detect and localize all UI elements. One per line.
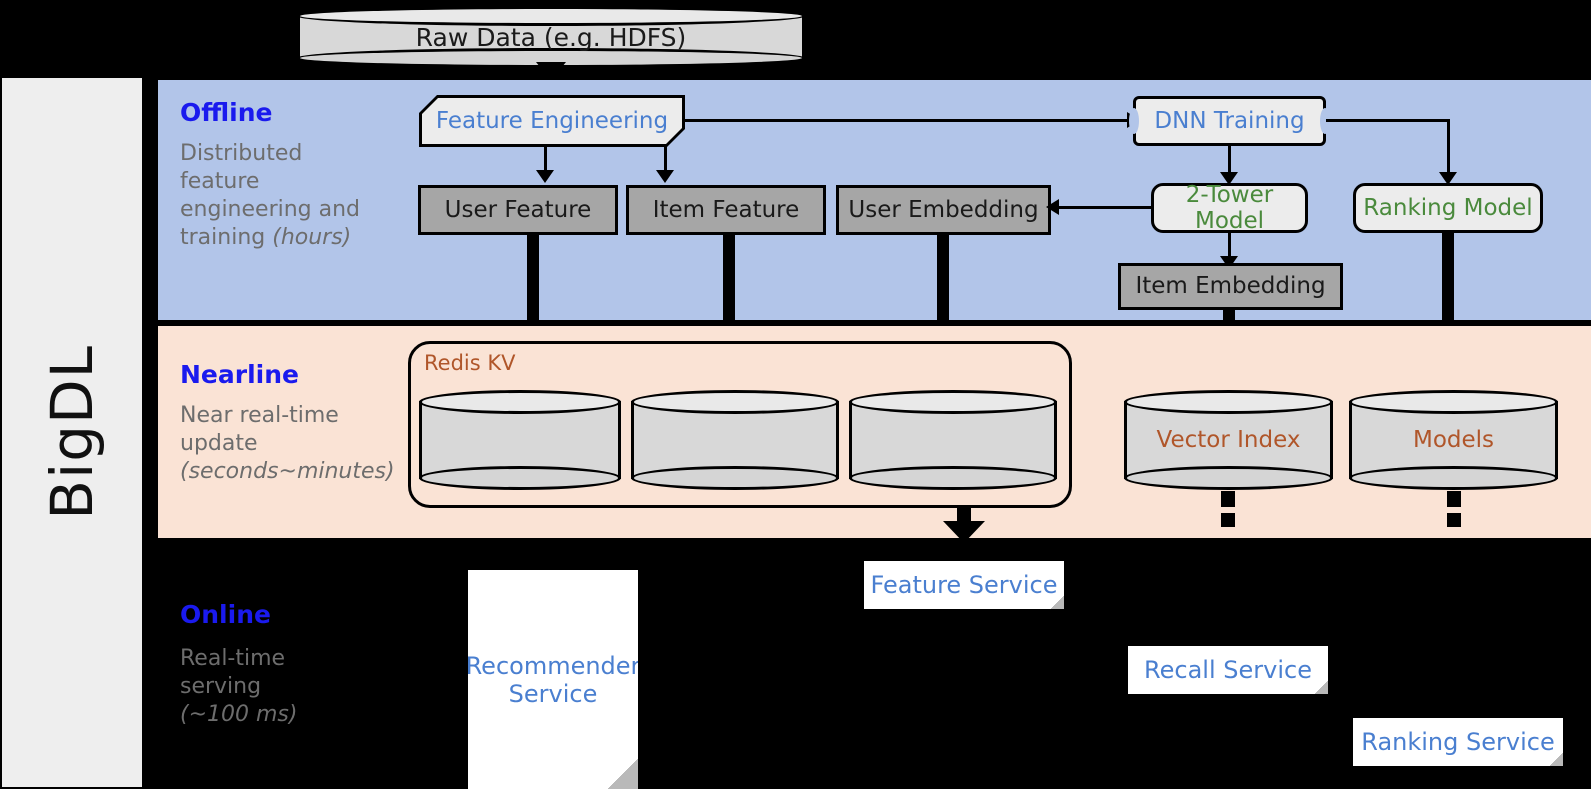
arrowhead-featureservice (943, 521, 985, 543)
node-item-feature[interactable]: Item Feature (626, 185, 826, 235)
nearline-subtitle: Near real-time update (seconds~minutes) (180, 402, 410, 486)
arrowhead-twotower-userembedding (1046, 199, 1059, 215)
cylinder-bottom (849, 466, 1057, 490)
arrowhead-fe-userfeature (536, 170, 554, 183)
dnn-notch-right (1320, 108, 1330, 134)
raw-data-cylinder: Raw Data (e.g. HDFS) (297, 6, 805, 68)
connector-dnn-ranking-v (1447, 119, 1450, 176)
store-cylinder-item-feature[interactable] (631, 390, 839, 490)
cylinder-top (849, 390, 1057, 414)
node-feature-engineering[interactable]: Feature Engineering (419, 95, 685, 147)
node-ranking-model-label: Ranking Model (1363, 194, 1533, 221)
connector-dnn-ranking-h (1326, 119, 1450, 122)
online-sub-l2: serving (180, 673, 262, 699)
service-ranking-label: Ranking Service (1361, 728, 1555, 756)
online-subtitle: Real-time serving (~100 ms) (180, 645, 400, 729)
service-recommender[interactable]: Recommender Service (468, 570, 638, 789)
connector-dnn-twotower (1228, 146, 1231, 176)
bigdl-sidebar-label-wrap: BigDL (2, 78, 142, 787)
stub-models-b (1447, 513, 1461, 527)
connector-fe-dnn (685, 119, 1132, 122)
connector-twotower-itemembedding (1228, 233, 1231, 260)
bigdl-sidebar-label: BigDL (38, 345, 106, 520)
online-title: Online (180, 600, 271, 629)
node-user-embedding-label: User Embedding (848, 196, 1039, 223)
dnn-notch-left (1129, 108, 1139, 134)
cylinder-bottom (631, 466, 839, 490)
stub-featurestore-featureservice (957, 508, 971, 522)
stub-vectorindex-a (1221, 491, 1235, 507)
store-cylinder-item-feature-label (631, 390, 839, 490)
cylinder-top (297, 6, 805, 26)
offline-sub-l3: engineering and (180, 196, 361, 222)
offline-title: Offline (180, 98, 273, 127)
service-feature[interactable]: Feature Service (864, 561, 1064, 609)
node-dnn-training[interactable]: DNN Training (1133, 96, 1326, 146)
offline-sub-l2: feature (180, 168, 260, 194)
service-recommender-label-l2: Service (508, 679, 598, 708)
models-cylinder[interactable]: Models (1349, 390, 1558, 490)
service-recommender-label-l1: Recommender (465, 651, 641, 680)
nearline-title: Nearline (180, 360, 299, 389)
store-cylinder-user-embedding-label (849, 390, 1057, 490)
connector-fe-itemfeature (664, 147, 667, 173)
service-recall-label: Recall Service (1144, 656, 1312, 684)
stub-vectorindex-b (1221, 513, 1235, 527)
cylinder-top (631, 390, 839, 414)
arrowhead-dnn-twotower (1220, 172, 1238, 185)
store-cylinder-user-embedding[interactable] (849, 390, 1057, 490)
offline-subtitle: Distributed feature engineering and trai… (180, 140, 380, 252)
service-feature-label: Feature Service (870, 571, 1058, 599)
cylinder-bottom (419, 466, 621, 490)
node-user-feature-label: User Feature (444, 196, 592, 223)
node-item-embedding-label: Item Embedding (1135, 273, 1326, 300)
cylinder-top (419, 390, 621, 414)
nearline-sub-l2: update (180, 430, 258, 456)
arrowhead-rawdata-fe (536, 62, 566, 81)
online-sub-l1: Real-time (180, 646, 286, 671)
raw-data-label: Raw Data (e.g. HDFS) (415, 22, 687, 52)
node-ranking-model[interactable]: Ranking Model (1353, 183, 1543, 233)
nearline-sub-l1: Near real-time (180, 403, 339, 428)
stub-models-a (1447, 491, 1461, 507)
vector-index-label: Vector Index (1156, 427, 1301, 453)
service-ranking[interactable]: Ranking Service (1353, 718, 1563, 766)
node-user-embedding[interactable]: User Embedding (836, 185, 1051, 235)
node-feature-engineering-label: Feature Engineering (435, 107, 669, 134)
offline-sub-l1: Distributed (180, 141, 303, 166)
arrowhead-fe-itemfeature (656, 170, 674, 183)
online-sub-italic: (~100 ms) (180, 701, 298, 727)
offline-sub-l4: training (180, 224, 273, 250)
arrowhead-dnn-ranking (1439, 172, 1457, 185)
cylinder-bottom (1349, 466, 1558, 490)
cylinder-top (1349, 390, 1558, 414)
nearline-sub-italic: (seconds~minutes) (180, 458, 395, 484)
node-two-tower-model[interactable]: 2-Tower Model (1151, 181, 1308, 234)
redis-kv-label: Redis KV (424, 351, 516, 375)
cylinder-body (849, 401, 1057, 479)
vector-index-cylinder[interactable]: Vector Index (1124, 390, 1333, 490)
cylinder-top (1124, 390, 1333, 414)
redis-kv-container (408, 341, 1072, 508)
connector-fe-userfeature (544, 147, 547, 173)
connector-twotower-userembedding (1056, 206, 1153, 209)
node-item-embedding[interactable]: Item Embedding (1118, 263, 1343, 310)
node-dnn-training-label: DNN Training (1154, 107, 1305, 134)
store-cylinder-user-feature[interactable] (419, 390, 621, 490)
bigdl-sidebar: BigDL (2, 78, 142, 787)
store-cylinder-user-feature-label (419, 390, 621, 490)
node-two-tower-model-label: 2-Tower Model (1185, 181, 1274, 234)
node-user-feature[interactable]: User Feature (418, 185, 618, 235)
node-item-feature-label: Item Feature (652, 196, 800, 223)
offline-sub-italic: (hours) (272, 224, 352, 250)
service-recall[interactable]: Recall Service (1128, 646, 1328, 694)
node-feature-engineering-face: Feature Engineering (422, 98, 682, 144)
models-label: Models (1412, 427, 1495, 453)
cylinder-bottom (1124, 466, 1333, 490)
